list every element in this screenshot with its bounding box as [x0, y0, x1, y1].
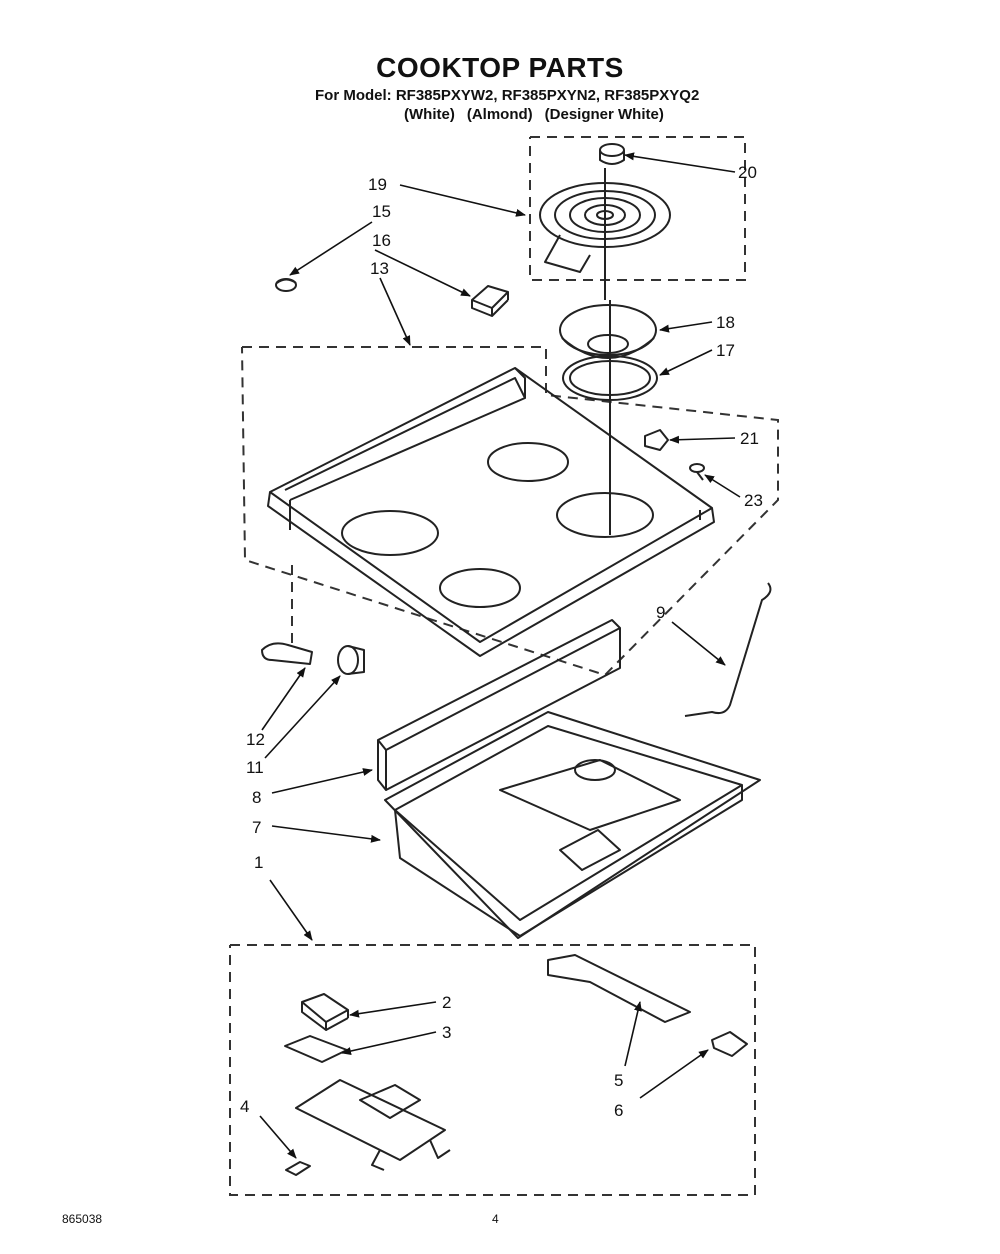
color-almond: (Almond)	[466, 106, 533, 123]
page-title: COOKTOP PARTS	[376, 52, 624, 83]
part-3-insulator	[284, 1035, 348, 1063]
callout-1: 1	[254, 853, 263, 872]
part-4-clip	[285, 1161, 311, 1176]
control-bracket	[295, 1079, 451, 1171]
part-12-bracket	[261, 642, 313, 665]
callout-16: 16	[372, 231, 391, 250]
callout-2: 2	[442, 993, 451, 1012]
color-white: (White)	[404, 106, 455, 123]
part-19-surface-element	[539, 168, 671, 300]
color-variants: (White) (Almond) (Designer White)	[404, 106, 676, 123]
color-designer-white: (Designer White)	[544, 106, 664, 123]
callout-12: 12	[246, 730, 265, 749]
model-numbers: For Model: RF385PXYW2, RF385PXYN2, RF385…	[315, 87, 700, 104]
part-7-burner-box	[384, 711, 761, 939]
part-20-cap	[599, 143, 625, 165]
part-5-strip	[547, 954, 691, 1023]
callout-4: 4	[240, 1097, 249, 1116]
callout-8: 8	[252, 788, 261, 807]
callout-23: 23	[744, 491, 763, 510]
cooktop-assembly-group-box	[241, 346, 779, 677]
callout-20: 20	[738, 163, 757, 182]
callout-7: 7	[252, 818, 261, 837]
callout-21: 21	[740, 429, 759, 448]
callout-5: 5	[614, 1071, 623, 1090]
control-parts-group-box	[229, 944, 756, 1196]
callout-19: 19	[368, 175, 387, 194]
part-11-bumper	[337, 645, 365, 675]
surface-element-group-box	[529, 136, 746, 281]
callout-13: 13	[370, 259, 389, 278]
callout-6: 6	[614, 1101, 623, 1120]
callout-9: 9	[656, 603, 665, 622]
callout-17: 17	[716, 341, 735, 360]
callout-11: 11	[246, 758, 264, 777]
part-8-front-strip	[377, 619, 621, 791]
leader-lines	[259, 152, 741, 1159]
part-21-leveler	[644, 429, 669, 451]
callout-labels: 20 19 15 16 13 18 17 21 23 9 12 11 8 7 1…	[240, 163, 763, 1120]
part-18-drip-bowl	[559, 304, 657, 359]
callout-18: 18	[716, 313, 735, 332]
part-9-wire	[684, 582, 772, 717]
part-13-cooktop	[267, 367, 715, 657]
part-6-connector	[711, 1031, 748, 1057]
callout-15: 15	[372, 202, 391, 221]
part-23-screw	[689, 463, 705, 481]
page-number: 4	[492, 1212, 499, 1226]
document-number: 865038	[62, 1212, 103, 1226]
callout-3: 3	[442, 1023, 451, 1042]
part-2-switch	[301, 993, 349, 1031]
part-15-clip	[275, 278, 297, 292]
part-16-terminal-block	[471, 285, 509, 317]
